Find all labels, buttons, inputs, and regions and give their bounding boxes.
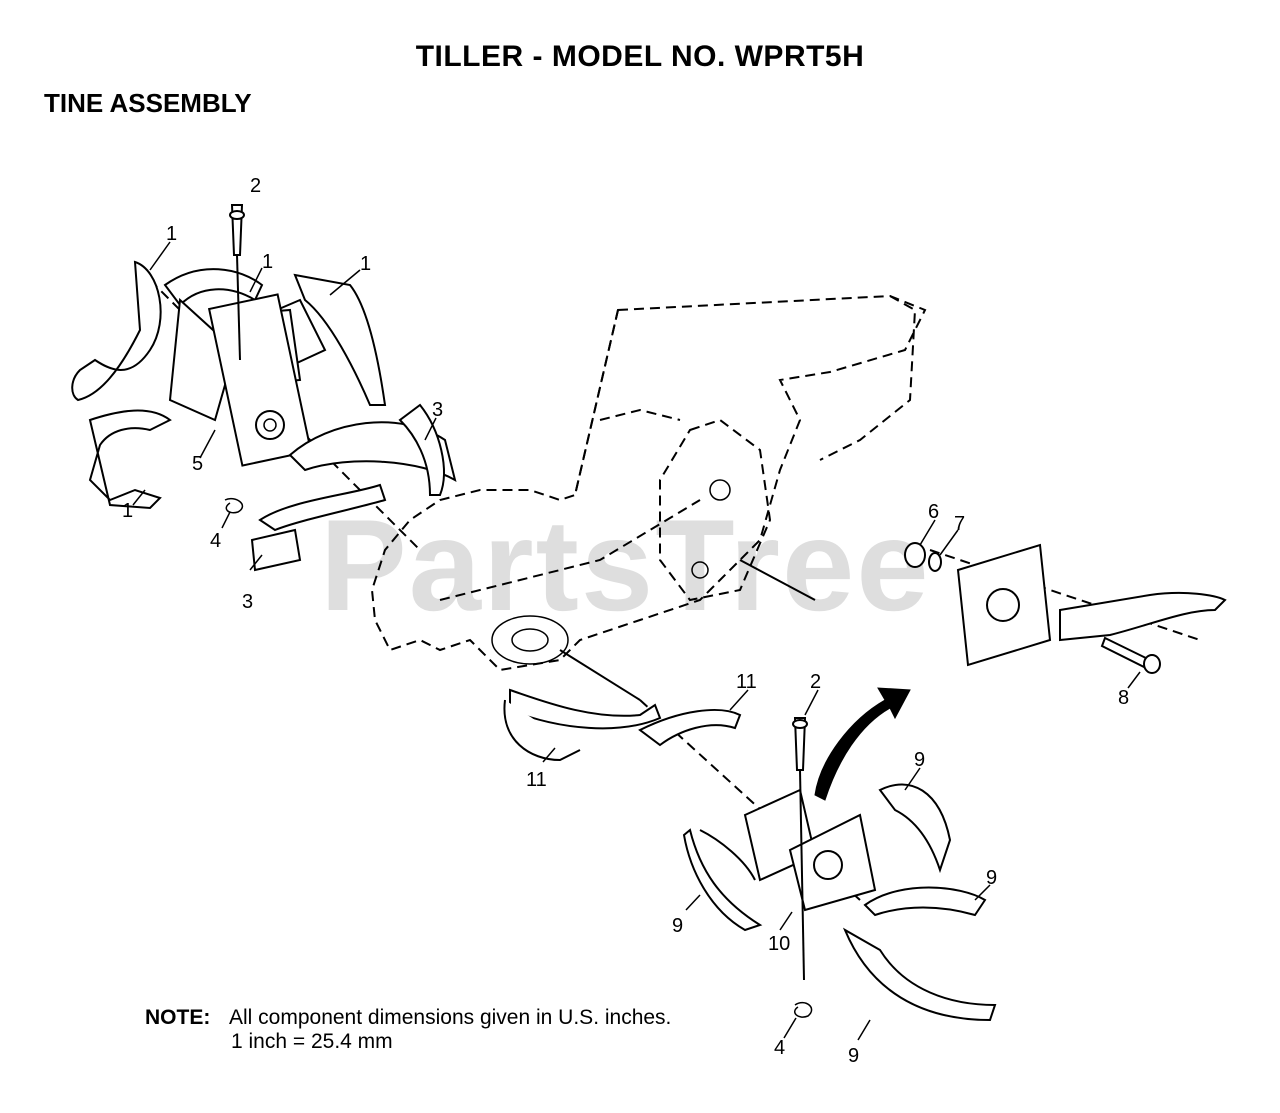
callout-11-a: 11: [736, 671, 757, 693]
lower-tine-assembly: [503, 687, 997, 1022]
callout-11-b: 11: [526, 769, 547, 791]
tiller-body-outline: [370, 294, 927, 672]
callout-5: 5: [192, 453, 203, 475]
callout-4-b: 4: [774, 1037, 785, 1059]
note-label: NOTE:: [145, 1006, 211, 1029]
note-line-2: 1 inch = 25.4 mm: [231, 1030, 393, 1053]
callout-9-d: 9: [848, 1045, 859, 1067]
callout-9-b: 9: [986, 867, 997, 889]
callout-9-c: 9: [672, 915, 683, 937]
callout-3-b: 3: [242, 591, 253, 613]
callout-2-b: 2: [810, 671, 821, 693]
callout-1-a: 1: [166, 223, 177, 245]
callout-1-c: 1: [360, 253, 371, 275]
curved-arrow: [814, 687, 911, 801]
callout-1-b: 1: [262, 251, 273, 273]
callout-9-a: 9: [914, 749, 925, 771]
left-tine-assembly: [71, 204, 457, 572]
callout-10: 10: [768, 933, 790, 955]
watermark: PartsTree: [320, 492, 931, 638]
callout-7: 7: [954, 513, 965, 535]
callout-2-a: 2: [250, 175, 261, 197]
callout-4-a: 4: [210, 530, 221, 552]
diagram-title: TILLER - MODEL NO. WPRT5H: [415, 40, 865, 73]
diagram-subtitle: TINE ASSEMBLY: [44, 88, 252, 118]
leader-lines: [132, 241, 1141, 1041]
callout-1-d: 1: [122, 500, 133, 522]
callout-6: 6: [928, 501, 939, 523]
part-callouts: 1 1 1 1 2 3 3 4 5 6 7 8 11 11 2 9 9 9 9 …: [122, 175, 1129, 1067]
callout-3-a: 3: [432, 399, 443, 421]
right-hub-assembly: [904, 542, 1227, 674]
dimension-note: NOTE: All component dimensions given in U…: [145, 1006, 671, 1054]
note-line-1: All component dimensions given in U.S. i…: [229, 1006, 672, 1029]
callout-8: 8: [1118, 687, 1129, 709]
